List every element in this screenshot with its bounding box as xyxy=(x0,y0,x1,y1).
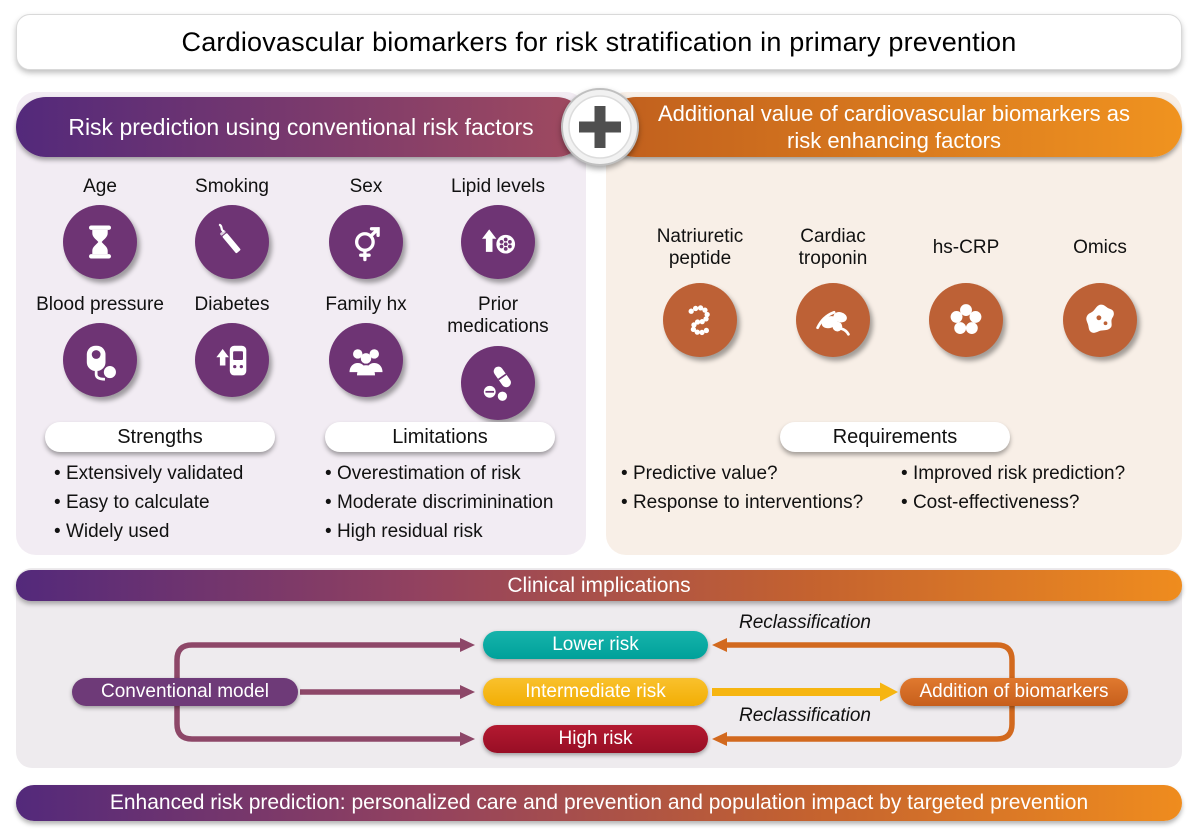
factor-lipid-levels: Lipid levels xyxy=(431,176,565,280)
factor-label: Age xyxy=(83,176,117,197)
list-item: Widely used xyxy=(54,521,243,543)
requirements-header: Requirements xyxy=(780,422,1010,452)
requirements-list-col1: Predictive value? Response to interventi… xyxy=(621,463,863,521)
list-item: Improved risk prediction? xyxy=(901,463,1125,485)
factor-label: Smoking xyxy=(195,176,269,197)
biomarker-label: Natriuretic peptide xyxy=(656,225,744,269)
factor-prior-medications: Prior medications xyxy=(431,294,565,420)
lower-risk-pill: Lower risk xyxy=(483,631,708,659)
cigarette-icon xyxy=(195,205,269,280)
factor-blood-pressure: Blood pressure xyxy=(33,294,167,398)
factor-smoking: Smoking xyxy=(165,176,299,280)
factor-diabetes: Diabetes xyxy=(165,294,299,398)
hourglass-icon xyxy=(63,205,137,280)
list-item: Easy to calculate xyxy=(54,492,243,514)
high-risk-pill: High risk xyxy=(483,725,708,753)
intermediate-risk-pill: Intermediate risk xyxy=(483,678,708,706)
sex-symbol-icon xyxy=(329,205,403,280)
factor-family-hx: Family hx xyxy=(299,294,433,398)
list-item: Extensively validated xyxy=(54,463,243,485)
page-title: Cardiovascular biomarkers for risk strat… xyxy=(16,14,1182,70)
medications-icon xyxy=(461,345,535,420)
biomarker-cardiac-troponin: Cardiac troponin xyxy=(766,220,900,357)
biomarker-label: hs-CRP xyxy=(932,236,1000,258)
omics-icon xyxy=(1063,283,1137,357)
troponin-molecule-icon xyxy=(796,283,870,357)
biomarker-hs-crp: hs-CRP xyxy=(899,220,1033,357)
limitations-list: Overestimation of risk Moderate discrimi… xyxy=(325,463,554,550)
conventional-model-pill: Conventional model xyxy=(72,678,298,706)
requirements-list-col2: Improved risk prediction? Cost-effective… xyxy=(901,463,1125,521)
conventional-panel-header: Risk prediction using conventional risk … xyxy=(16,97,586,157)
footer-banner: Enhanced risk prediction: personalized c… xyxy=(16,785,1182,821)
factor-age: Age xyxy=(33,176,167,280)
glucometer-icon xyxy=(195,323,269,398)
strengths-header: Strengths xyxy=(45,422,275,452)
list-item: Cost-effectiveness? xyxy=(901,492,1125,514)
factor-sex: Sex xyxy=(299,176,433,280)
factor-label: Lipid levels xyxy=(451,176,545,197)
reclassification-label-top: Reclassification xyxy=(739,612,871,633)
list-item: Overestimation of risk xyxy=(325,463,553,485)
factor-label: Sex xyxy=(349,176,383,197)
list-item: Moderate discriminination xyxy=(325,492,554,514)
crp-pentamer-icon xyxy=(929,283,1003,357)
biomarker-natriuretic-peptide: Natriuretic peptide xyxy=(633,220,767,357)
biomarkers-panel-header: Additional value of cardiovascular bioma… xyxy=(606,97,1182,157)
addition-of-biomarkers-pill: Addition of biomarkers xyxy=(900,678,1128,706)
biomarker-omics: Omics xyxy=(1033,220,1167,357)
plus-icon xyxy=(560,87,640,167)
list-item: Predictive value? xyxy=(621,463,863,485)
limitations-header: Limitations xyxy=(325,422,555,452)
biomarker-label: Cardiac troponin xyxy=(798,225,868,269)
reclassification-label-bottom: Reclassification xyxy=(739,705,871,726)
factor-label: Blood pressure xyxy=(36,294,164,315)
blood-pressure-icon xyxy=(63,323,137,398)
peptide-chain-icon xyxy=(663,283,737,357)
family-icon xyxy=(329,323,403,398)
factor-label: Family hx xyxy=(325,294,407,315)
biomarker-label: Omics xyxy=(1073,236,1127,258)
factor-label: Diabetes xyxy=(194,294,270,315)
list-item: Response to interventions? xyxy=(621,492,863,514)
factor-label: Prior medications xyxy=(447,294,549,338)
strengths-list: Extensively validated Easy to calculate … xyxy=(54,463,243,550)
lipid-particle-icon xyxy=(461,205,535,280)
list-item: High residual risk xyxy=(325,521,553,543)
clinical-implications-header: Clinical implications xyxy=(16,570,1182,601)
